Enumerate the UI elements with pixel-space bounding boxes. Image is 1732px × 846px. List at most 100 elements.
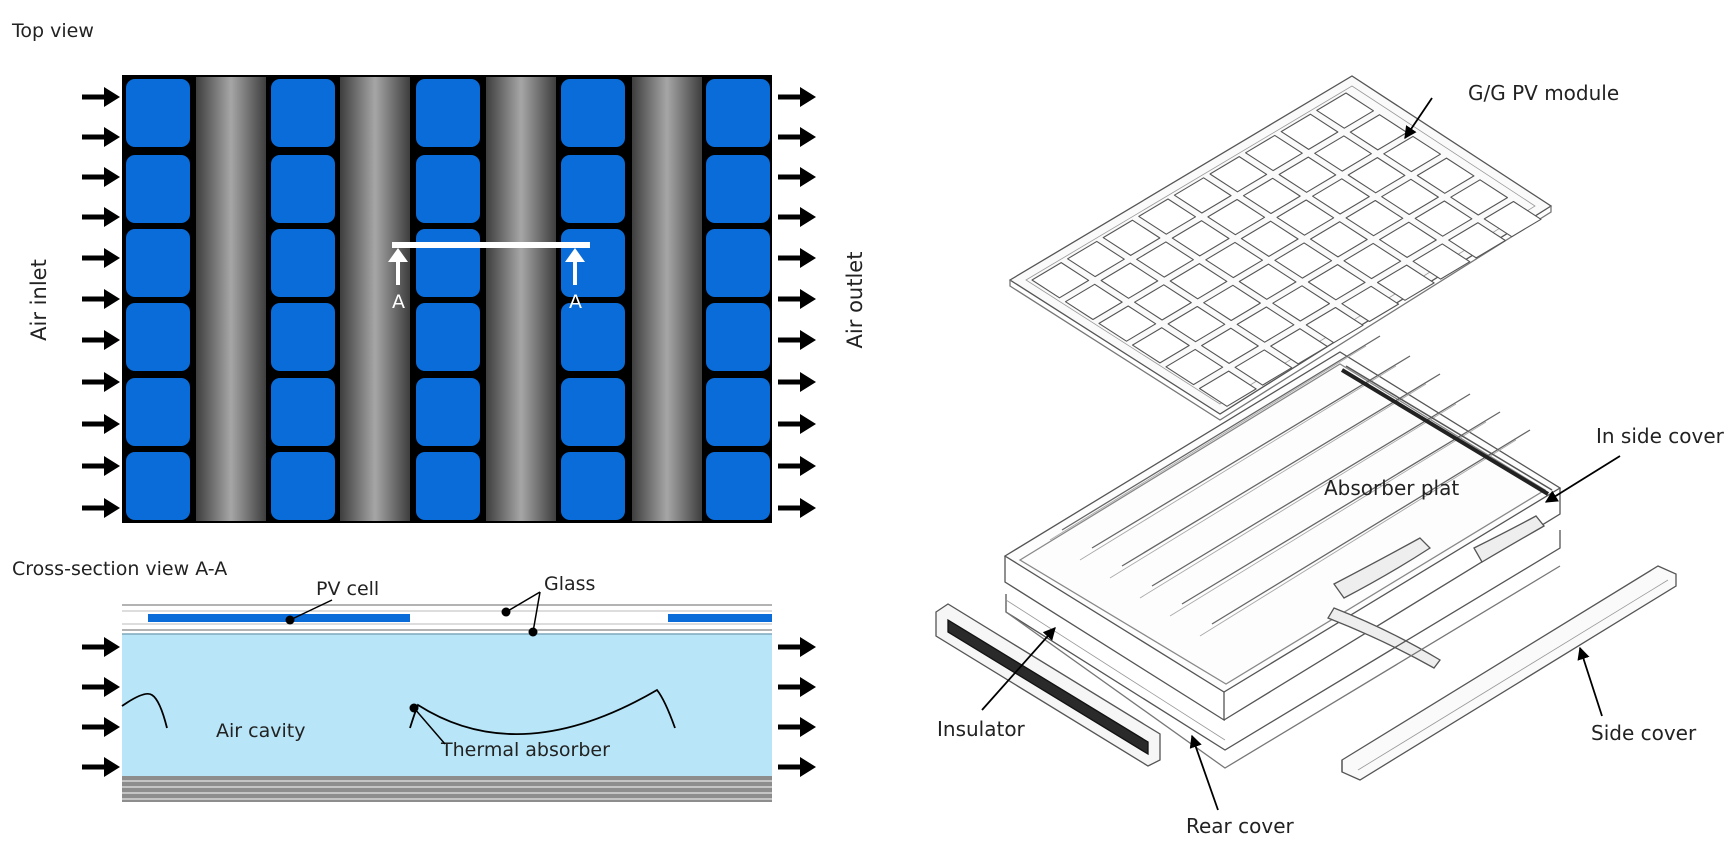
pv-cell-r6-c4 bbox=[561, 452, 625, 520]
rear-cover bbox=[1005, 530, 1561, 769]
module-cell-1-2 bbox=[1134, 284, 1192, 321]
module-cell-8-3 bbox=[1416, 157, 1475, 194]
rear-cover-label: Rear cover bbox=[1186, 814, 1295, 838]
pv-cell-r6-c1 bbox=[126, 452, 190, 520]
pv-cell-r4-c5 bbox=[706, 303, 770, 371]
outlet-arrow-11 bbox=[800, 498, 816, 518]
pv-cell-r5-c4 bbox=[561, 378, 625, 446]
thermal-absorber-left bbox=[121, 692, 168, 729]
module-cell-4-0 bbox=[1173, 177, 1232, 214]
module-cell-7-2 bbox=[1347, 157, 1406, 194]
module-cell-0-5 bbox=[1198, 370, 1257, 407]
pv-cell-r1-c5 bbox=[706, 79, 770, 147]
thermal-absorber-leader bbox=[413, 707, 446, 745]
insulator-panel bbox=[935, 603, 1161, 767]
module-cell-0-4 bbox=[1165, 348, 1224, 386]
inlet-arrows bbox=[82, 87, 120, 518]
module-cell-5-2 bbox=[1276, 199, 1335, 236]
module-cell-5-1 bbox=[1242, 177, 1301, 215]
pv-cell-leader-dot bbox=[285, 615, 295, 625]
inlet-arrow-5 bbox=[104, 248, 120, 268]
module-cell-7-0 bbox=[1280, 113, 1339, 150]
outlet-arrow-5 bbox=[800, 248, 816, 268]
pv-cell-r5-c5 bbox=[706, 378, 770, 446]
cross-section-panel bbox=[121, 604, 772, 802]
air-outlet-label: Air outlet bbox=[843, 252, 867, 349]
module-cell-2-3 bbox=[1203, 284, 1261, 322]
module-cell-2-5 bbox=[1270, 328, 1328, 365]
outlet-arrow-4 bbox=[800, 207, 816, 227]
outlet-arrow-9 bbox=[800, 414, 816, 434]
pv-cell-r2-c5 bbox=[706, 155, 770, 223]
absorber-strips bbox=[196, 77, 702, 521]
module-cell-7-1 bbox=[1314, 135, 1372, 172]
pv-cell-r1-c1 bbox=[126, 79, 190, 147]
section-arrowhead-right bbox=[565, 248, 585, 262]
inlet-arrow-10 bbox=[104, 456, 120, 476]
side-cover-label: Side cover bbox=[1591, 721, 1697, 745]
inlet-arrow-6 bbox=[104, 289, 120, 309]
pv-cell-r1-c2 bbox=[271, 79, 335, 147]
module-cell-1-1 bbox=[1100, 262, 1159, 299]
pv-cell-r5-c1 bbox=[126, 378, 190, 446]
cross-section-title: Cross-section view A-A bbox=[12, 558, 227, 580]
exploded-view bbox=[935, 75, 1677, 781]
module-cell-5-3 bbox=[1309, 221, 1368, 258]
outlet-arrow-1 bbox=[800, 87, 816, 107]
side-cover-panel bbox=[1341, 565, 1677, 781]
pv-cell-r3-c5 bbox=[706, 229, 770, 297]
inlet-arrow-1 bbox=[104, 87, 120, 107]
pv-cell-r4-c4 bbox=[561, 303, 625, 371]
module-cell-7-4 bbox=[1414, 200, 1473, 237]
module-cell-0-2 bbox=[1098, 305, 1157, 342]
pv-cell-leader bbox=[289, 599, 333, 621]
inlet-arrow-2 bbox=[104, 127, 120, 147]
housing-frame bbox=[1003, 335, 1562, 722]
module-cell-6-0 bbox=[1245, 134, 1303, 172]
section-mark-left: A bbox=[392, 291, 405, 313]
module-cell-4-1 bbox=[1207, 198, 1266, 236]
glass-leader-dot-2 bbox=[528, 627, 538, 637]
cavity-inlet-arrow-3 bbox=[104, 717, 120, 737]
module-cell-0-0 bbox=[1031, 262, 1090, 299]
absorber-plate-label: Absorber plat bbox=[1324, 476, 1459, 500]
thermal-absorber-leader-dot bbox=[409, 703, 419, 713]
pv-cell-r2-c3 bbox=[416, 155, 480, 223]
inlet-arrow-11 bbox=[104, 498, 120, 518]
insulator-label: Insulator bbox=[937, 717, 1026, 741]
pv-cell-r4-c2 bbox=[271, 303, 335, 371]
air-inlet-label: Air inlet bbox=[27, 259, 51, 341]
module-cell-8-4 bbox=[1450, 179, 1509, 216]
rear-cover-leader bbox=[1189, 734, 1219, 811]
pv-cell-r3-c3 bbox=[416, 229, 480, 297]
module-cell-8-0 bbox=[1316, 92, 1375, 129]
module-cell-3-4 bbox=[1272, 285, 1331, 322]
pv-cell-strip-1 bbox=[148, 614, 410, 622]
inlet-arrow-9 bbox=[104, 414, 120, 434]
cavity-outlet-arrow-1 bbox=[800, 637, 816, 657]
pv-cell-r5-c3 bbox=[416, 378, 480, 446]
module-cell-6-2 bbox=[1312, 178, 1370, 215]
module-cell-7-5 bbox=[1448, 222, 1506, 259]
pv-cell-r2-c1 bbox=[126, 155, 190, 223]
module-cell-5-0 bbox=[1209, 156, 1268, 193]
module-cell-8-5 bbox=[1483, 200, 1542, 238]
pv-cell-r5-c2 bbox=[271, 378, 335, 446]
pv-cell-r6-c3 bbox=[416, 452, 480, 520]
thermal-absorber-label: Thermal absorber bbox=[440, 739, 610, 761]
outlet-arrow-10 bbox=[800, 456, 816, 476]
glass-leader-dot-1 bbox=[501, 607, 511, 617]
module-cell-6-1 bbox=[1278, 156, 1337, 193]
module-cell-2-2 bbox=[1169, 263, 1228, 300]
pv-module-label: G/G PV module bbox=[1468, 81, 1619, 105]
inlet-arrow-7 bbox=[104, 330, 120, 350]
pv-cell-r4-c3 bbox=[416, 303, 480, 371]
module-cell-1-3 bbox=[1167, 305, 1226, 343]
outlet-arrow-8 bbox=[800, 372, 816, 392]
pv-module-plate bbox=[1008, 75, 1553, 421]
module-cell-6-3 bbox=[1345, 199, 1404, 237]
module-cell-4-5 bbox=[1341, 285, 1400, 323]
cavity-outlet-arrow-4 bbox=[800, 757, 816, 777]
